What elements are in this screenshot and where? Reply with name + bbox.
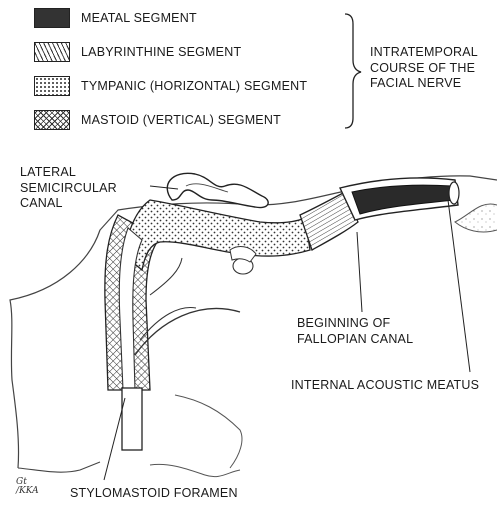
legend-label: MASTOID (VERTICAL) SEGMENT [81,113,281,127]
brace-icon [344,13,362,129]
callout-line: SEMICIRCULAR [20,180,117,195]
fallopian-canal-label: BEGINNING OF FALLOPIAN CANAL [297,316,413,347]
group-label-line: FACIAL NERVE [370,76,462,90]
temporal-bone-outline [9,175,497,469]
internal-acoustic-meatus-label: INTERNAL ACOUSTIC MEATUS [291,378,480,392]
tympanic-segment [123,199,311,272]
leader-line [149,185,179,190]
leader-line [356,231,363,313]
callout-line: LATERAL [20,165,77,179]
labyrinthine-segment [299,191,359,251]
legend-label: MEATAL SEGMENT [81,11,197,25]
tympanic-swatch-icon [34,76,70,96]
group-label-line: COURSE OF THE [370,60,476,75]
meatal-swatch-icon [34,8,70,28]
group-label: INTRATEMPORAL COURSE OF THE FACIAL NERVE [370,45,478,92]
mastoid-swatch-icon [34,110,70,130]
callout-line: CANAL [20,196,63,210]
lateral-semicircular-canal [166,172,269,209]
legend-label: TYMPANIC (HORIZONTAL) SEGMENT [81,79,308,93]
stylomastoid-foramen [121,387,143,451]
legend-item-meatal: MEATAL SEGMENT [34,7,197,29]
group-label-line: INTRATEMPORAL [370,45,478,59]
callout-line: FALLOPIAN CANAL [297,331,414,346]
labyrinthine-swatch-icon [34,42,70,62]
leader-line [103,397,126,481]
legend-label: LABYRINTHINE SEGMENT [81,45,242,59]
callout-line: BEGINNING OF [297,316,391,330]
artist-signature: Gt/KKA [16,477,39,496]
leader-line [447,199,471,373]
legend-item-mastoid: MASTOID (VERTICAL) SEGMENT [34,109,281,131]
lateral-semicircular-canal-label: LATERAL SEMICIRCULAR CANAL [20,165,117,212]
legend-item-tympanic: TYMPANIC (HORIZONTAL) SEGMENT [34,75,307,97]
legend-item-labyrinthine: LABYRINTHINE SEGMENT [34,41,241,63]
stylomastoid-foramen-label: STYLOMASTOID FORAMEN [70,486,238,500]
